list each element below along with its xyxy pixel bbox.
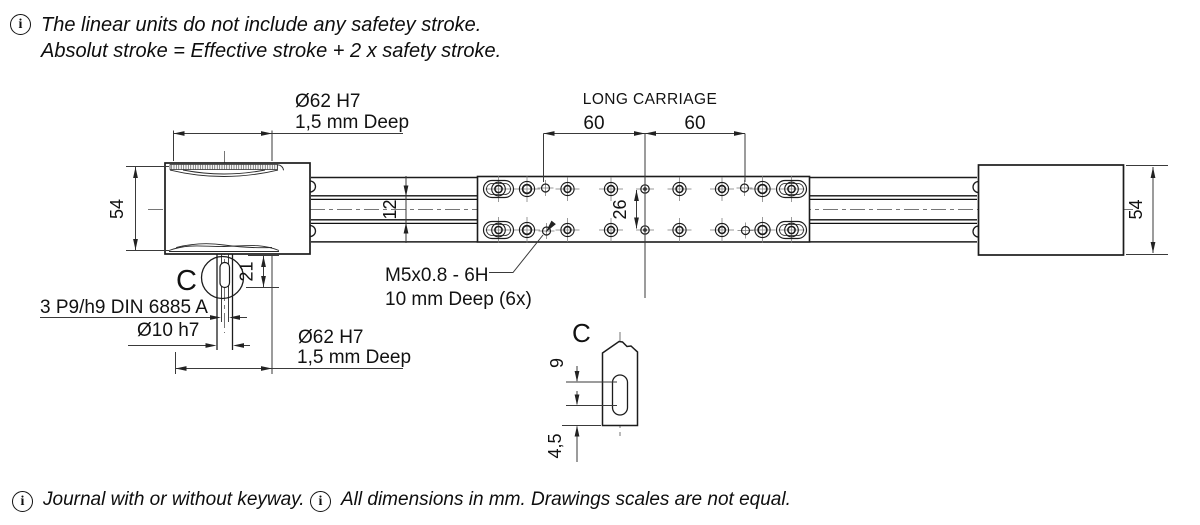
detail-view-label-c: C: [572, 318, 591, 348]
bottom-note-left-text: Journal with or without keyway.: [43, 489, 305, 510]
bore-arcs-bottom: [168, 243, 280, 252]
bore-top-label-line2: 1,5 mm Deep: [295, 112, 409, 133]
dim-block-height-left: 54: [107, 199, 127, 219]
bore-arcs-top: [169, 164, 284, 177]
right-end-block: [977, 164, 1125, 256]
bore-bottom-label-line1: Ø62 H7: [298, 327, 363, 348]
bore-bottom-label-line2: 1,5 mm Deep: [297, 347, 411, 368]
keyway-label: 3 P9/h9 DIN 6885 A: [40, 297, 208, 318]
dim-hole-pitch-left: 60: [583, 113, 604, 134]
journal-shaft: [216, 254, 234, 350]
guide-rail-edges: [311, 195, 977, 225]
info-icon: i: [310, 491, 331, 512]
dim-rail-width: 12: [380, 199, 400, 219]
dim-journal-length: 21: [237, 261, 257, 281]
top-note: i The linear units do not include any sa…: [10, 12, 501, 64]
dimension-lines: [40, 130, 1168, 462]
rail-end-screws: [309, 180, 979, 238]
journal-diameter-label: Ø10 h7: [137, 320, 199, 341]
dim-block-height-right: 54: [1126, 199, 1146, 219]
clamping-knurl: [169, 164, 278, 170]
hole-center-marks: [485, 176, 805, 243]
detail-marker-c: C: [176, 265, 197, 297]
info-icon: i: [12, 491, 33, 512]
rail-profile: [311, 176, 977, 243]
detail-c-keyway-slot: [611, 374, 629, 416]
bottom-note-left: i Journal with or without keyway.: [12, 489, 305, 512]
thread-label-line2: 10 mm Deep (6x): [385, 289, 532, 310]
dimension-arrows: [133, 131, 1156, 437]
left-end-block: [164, 162, 311, 255]
top-note-line1: The linear units do not include any safe…: [41, 14, 482, 36]
dim-keyway-offset: 4,5: [545, 433, 565, 458]
top-note-line2: Absolut stroke = Effective stroke + 2 x …: [41, 40, 502, 62]
dim-keyway-length: 9: [547, 358, 567, 368]
bottom-note-right-text: All dimensions in mm. Drawings scales ar…: [341, 489, 791, 510]
bore-top-label-line1: Ø62 H7: [295, 91, 360, 112]
carriage-holes: [482, 179, 808, 240]
info-icon: i: [10, 14, 31, 35]
long-carriage-title: LONG CARRIAGE: [583, 91, 717, 108]
dim-hole-row-spacing: 26: [610, 199, 630, 219]
detail-circle-c: [200, 255, 245, 300]
dim-hole-pitch-right: 60: [684, 113, 705, 134]
thread-label-line1: M5x0.8 - 6H: [385, 265, 488, 286]
keyway-slot: [219, 261, 231, 289]
bottom-note-right: i All dimensions in mm. Drawings scales …: [310, 489, 791, 512]
